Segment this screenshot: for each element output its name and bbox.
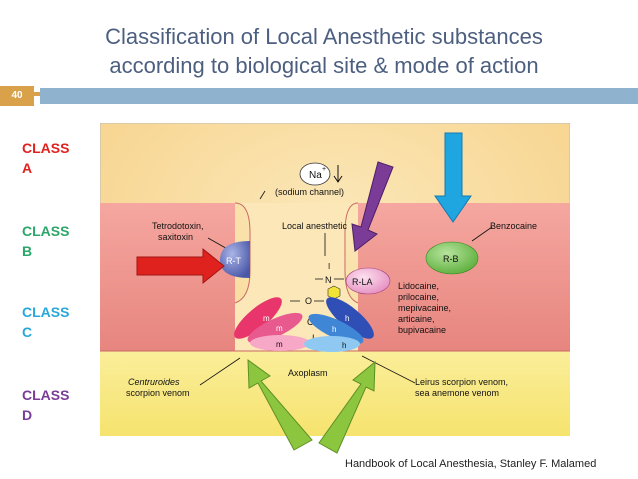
- title-rule: [34, 92, 40, 96]
- l-mark: I: [312, 333, 315, 343]
- source-caption: Handbook of Local Anesthesia, Stanley F.…: [345, 458, 597, 470]
- rla-receptor: [345, 267, 391, 295]
- centruroides-pointer: [199, 357, 241, 386]
- i-mark: I: [328, 262, 330, 271]
- m-gate-2-label: m: [276, 324, 283, 333]
- m-gate-3: [250, 335, 310, 351]
- class-c-label: CLASS C: [22, 304, 70, 340]
- na-label: Na: [309, 170, 322, 181]
- h-gate-1-label: h: [345, 314, 349, 323]
- m-gate-1-label: m: [263, 314, 270, 323]
- local-anesthetic-label: Local anesthetic: [282, 221, 348, 231]
- title-line-1: Classification of Local Anesthetic subst…: [105, 24, 543, 49]
- na-charge: +: [322, 166, 326, 173]
- drug-lidocaine: Lidocaine,: [398, 281, 439, 291]
- h-gate-2: [308, 313, 364, 345]
- na-down-arrow: [333, 165, 343, 183]
- m-gate-3-label: m: [276, 340, 283, 349]
- benzocaine-label: Benzocaine: [490, 221, 537, 231]
- centruroides-label-1: Centruroides: [128, 377, 180, 387]
- benzocaine-pointer: [471, 226, 493, 242]
- channel-wall-right: [344, 202, 359, 304]
- leirus-label-1: Leirus scorpion venom,: [415, 377, 508, 387]
- n-mark: N: [325, 275, 332, 285]
- ttx-label-line2: saxitoxin: [158, 232, 193, 242]
- o-mark: O: [305, 296, 312, 306]
- title-bar: [40, 88, 638, 104]
- class-b-label: CLASS B: [22, 223, 70, 259]
- leirus-pointer: [361, 355, 416, 384]
- sodium-channel-pointer: [259, 190, 266, 200]
- class-a-label: CLASS A: [22, 140, 70, 176]
- m-gate-2: [247, 312, 303, 344]
- na-ion: [299, 162, 331, 186]
- drug-list: Lidocaine, prilocaine, mepivacaine, arti…: [398, 281, 451, 335]
- m-gate-1: [234, 297, 282, 339]
- h-gate-1: [326, 297, 374, 339]
- title-line-2: according to biological site & mode of a…: [109, 53, 539, 78]
- class-d-label: CLASS D: [22, 387, 70, 423]
- drug-articaine: articaine,: [398, 314, 435, 324]
- sodium-channel-label: (sodium channel): [275, 187, 344, 197]
- drug-bupivacaine: bupivacaine: [398, 325, 446, 335]
- sodium-channel-diagram: Na + (sodium channel) Tetrodotoxin, saxi…: [100, 123, 570, 436]
- rla-label: R-LA: [352, 277, 373, 287]
- h-gate-3: [304, 336, 360, 352]
- rt-label: R-T: [226, 256, 241, 266]
- h-gate-3-label: h: [342, 341, 346, 350]
- slide-number: 40: [0, 86, 34, 106]
- centruroides-label-2: scorpion venom: [126, 388, 190, 398]
- drug-prilocaine: prilocaine,: [398, 292, 439, 302]
- drug-mepivacaine: mepivacaine,: [398, 303, 451, 313]
- axoplasm-label: Axoplasm: [288, 368, 328, 378]
- membrane-right: [358, 203, 570, 351]
- slide-title: Classification of Local Anesthetic subst…: [40, 22, 608, 80]
- h-gate-2-label: h: [332, 325, 336, 334]
- ttx-label-line1: Tetrodotoxin,: [152, 221, 204, 231]
- rb-label: R-B: [443, 254, 459, 264]
- leirus-label-2: sea anemone venom: [415, 388, 499, 398]
- benzene-hexagon: [327, 285, 341, 300]
- rb-receptor: [425, 241, 479, 275]
- rt-receptor: [220, 241, 250, 278]
